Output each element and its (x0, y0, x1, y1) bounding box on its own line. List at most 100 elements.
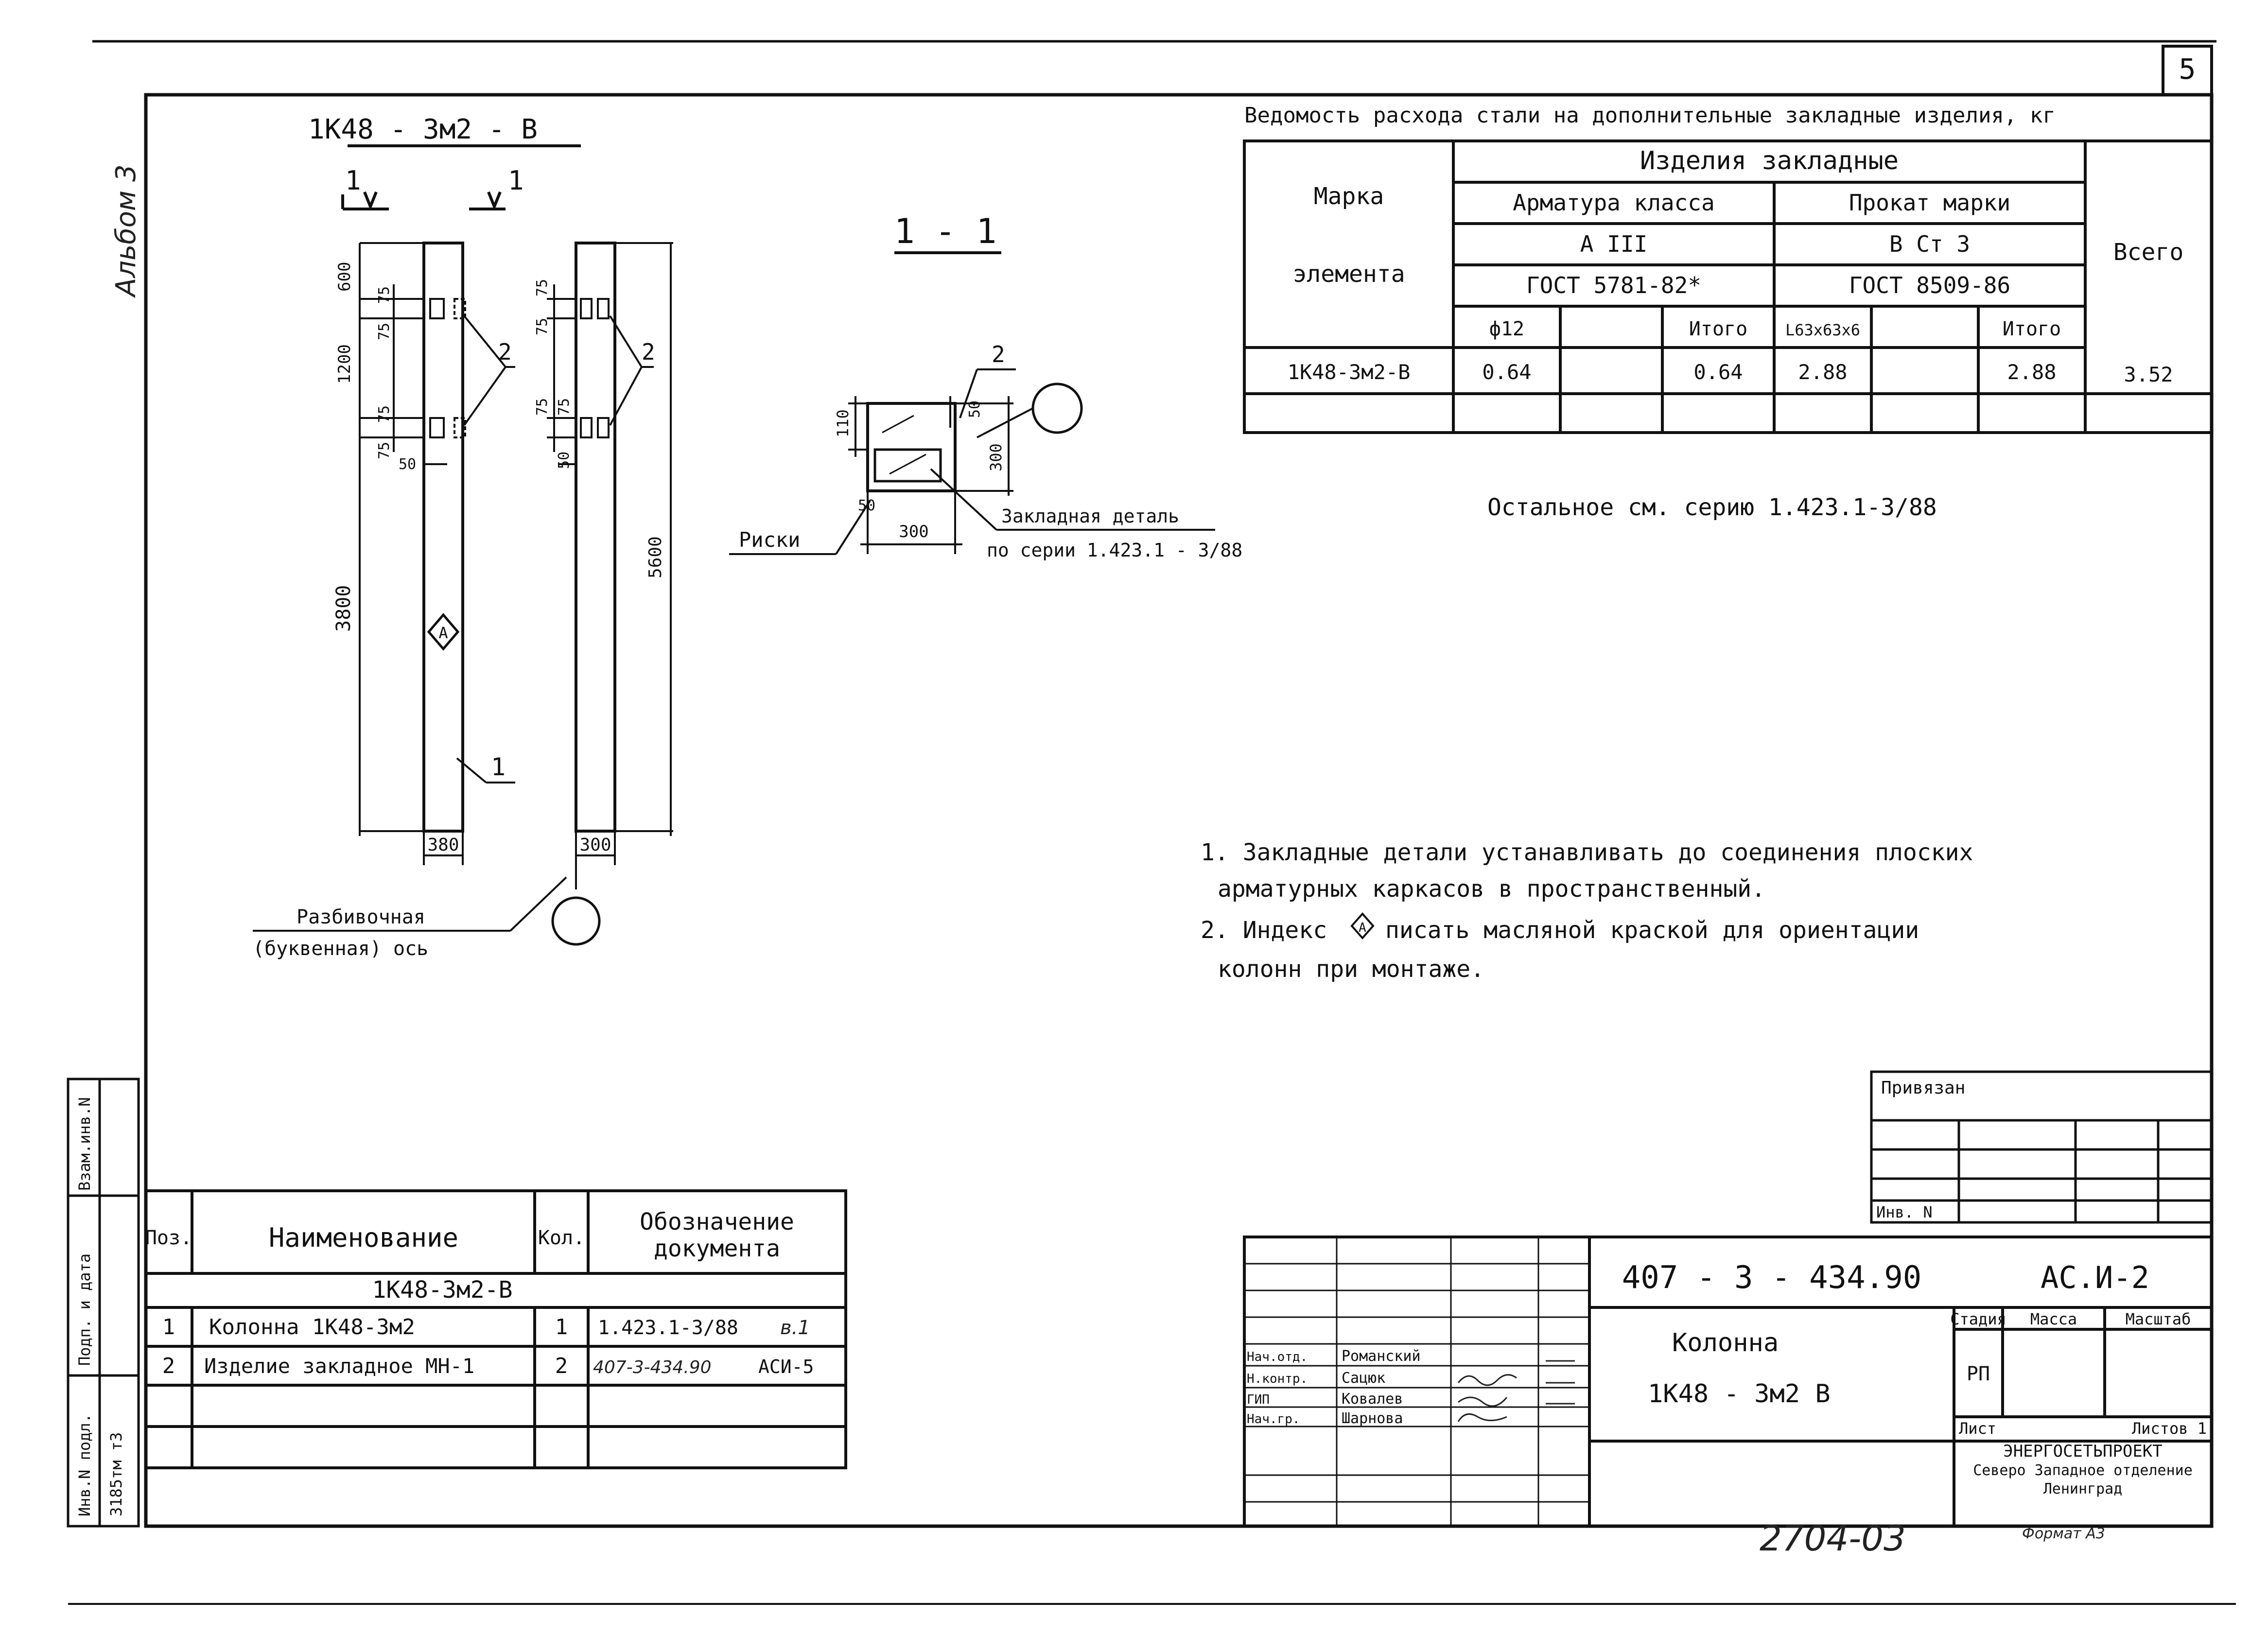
steel-table: Ведомость расхода стали на дополнительны… (1243, 103, 2213, 434)
dim-50-a: 50 (966, 400, 983, 418)
spec-table: Поз. Наименование Кол. Обозначение докум… (144, 1189, 847, 1469)
detail-note-2: по серии 1.423.1 - 3/88 (987, 540, 1242, 561)
privyazan-inv: Инв. N (1876, 1203, 1933, 1221)
h-total: Всего (2113, 239, 2184, 266)
spec-row1-doc-extra: в.1 (780, 1317, 810, 1339)
column-elevation: 1К48 - 3м2 - В 1 1 380 (253, 114, 673, 960)
section-mark-left: 1 (345, 165, 361, 196)
dim-r75b: 75 (534, 318, 551, 335)
title-list: Лист (1959, 1419, 1996, 1438)
callout-1: 1 (491, 753, 506, 781)
title-stadia-h: Стадия (1950, 1310, 2006, 1328)
column-side (575, 242, 616, 833)
privyazan-label: Привязан (1881, 1078, 1965, 1098)
spec-row2-qty: 2 (555, 1354, 568, 1378)
spec-h-doc-1: Обозначение (640, 1208, 794, 1236)
dim-r75a: 75 (534, 279, 551, 296)
main-frame (144, 93, 2214, 1528)
spec-h-pos: Поз. (145, 1227, 192, 1249)
stamp-zam-inv: Взам.инв.N (75, 1097, 94, 1191)
index-diamond (427, 613, 460, 651)
note-2a: 2. Индекс (1201, 917, 1327, 944)
h-mark-2: элемента (1292, 261, 1405, 288)
footer-number: 2704-03 (1760, 1518, 1906, 1559)
riski-label: Риски (739, 528, 800, 552)
spec-row1-name: Колонна 1К48-3м2 (209, 1315, 415, 1340)
title-code: 407 - 3 - 434.90 (1622, 1260, 1922, 1296)
signer-3-role: ГИП (1247, 1392, 1270, 1407)
h-rebar-class: А III (1580, 231, 1647, 257)
note-2b: писать масляной краской для ориентации (1385, 917, 1919, 944)
column-front (422, 242, 464, 833)
footer-format: Формат А3 (2022, 1525, 2105, 1542)
row-d12: 0.64 (1482, 360, 1531, 384)
title-org-2: Северо Западное отделение (1973, 1462, 2193, 1479)
stamp-inv-value: 3185тм т3 (107, 1432, 125, 1516)
dim-width-side: 300 (579, 835, 611, 855)
signatures (1457, 1360, 1575, 1422)
spec-h-doc-2: документа (654, 1235, 780, 1262)
title-name-1: Колонна (1672, 1328, 1779, 1358)
page-number-box (2162, 45, 2213, 96)
signer-2-name: Сацюк (1342, 1370, 1385, 1387)
remark: Остальное см. серию 1.423.1-3/88 (1487, 494, 1937, 521)
elevation-title: 1К48 - 3м2 - В (308, 114, 538, 145)
dim-width-front: 380 (427, 835, 459, 855)
index-letter: А (438, 624, 448, 642)
title-stadia: РП (1967, 1363, 1990, 1385)
signer-2-role: Н.контр. (1247, 1372, 1308, 1386)
title-sheet-code: АС.И-2 (2041, 1260, 2149, 1295)
side-stamp: Взам.инв.N Подп. и дата Инв.N подл. 3185… (67, 1078, 140, 1528)
page-number: 5 (2179, 52, 2196, 86)
spec-row1-doc: 1.423.1-3/88 (598, 1317, 738, 1339)
callout-2-front: 2 (498, 339, 512, 365)
c-itogo2: Итого (2003, 318, 2061, 340)
note-index-diamond (1350, 912, 1375, 940)
h-rolled-grade: В Ст 3 (1889, 231, 1970, 257)
spec-row2-name: Изделие закладное МН-1 (204, 1354, 474, 1378)
section-title: 1 - 1 (894, 211, 997, 251)
c-itogo1: Итого (1689, 318, 1747, 340)
spec-row1-qty: 1 (555, 1315, 568, 1340)
axis-circle (551, 896, 601, 946)
dim-r75c: 75 (534, 398, 551, 416)
section-callout-2: 2 (992, 341, 1005, 367)
note-1b: арматурных каркасов в пространственный. (1218, 875, 1765, 903)
h-mark-1: Марка (1314, 183, 1384, 210)
section-1-1: 1 - 1 110 300 50 300 50 2 Риски З (729, 211, 1242, 561)
dim-75a: 75 (376, 286, 393, 304)
dim-r75d: 75 (556, 398, 573, 416)
signer-4-name: Шарнова (1342, 1410, 1403, 1427)
album-label: Альбом 3 (110, 164, 142, 298)
stamp-podp-data: Подп. и дата (75, 1253, 94, 1366)
spec-group: 1К48-3м2-В (372, 1276, 513, 1304)
dim-5600: 5600 (646, 536, 665, 578)
dim-75d: 75 (376, 442, 393, 459)
spec-row1-pos: 1 (162, 1315, 175, 1340)
dim-110: 110 (834, 409, 852, 437)
dim-300-h: 300 (899, 522, 928, 541)
note-2c: колонн при монтаже. (1218, 956, 1484, 983)
title-masshtab-h: Масштаб (2126, 1310, 2191, 1328)
row-angle: 2.88 (1798, 360, 1847, 384)
signer-1-name: Романский (1342, 1348, 1421, 1365)
row-mark: 1К48-3м2-В (1288, 360, 1411, 384)
privyazan-block: Привязан Инв. N (1870, 1070, 2213, 1224)
dim-r50: 50 (556, 452, 573, 469)
title-listov: Листов 1 (2132, 1419, 2207, 1438)
spec-h-qty: Кол. (538, 1227, 585, 1249)
callout-2-side: 2 (642, 339, 655, 365)
title-massa-h: Масса (2030, 1310, 2077, 1328)
row-itogo1: 0.64 (1693, 360, 1743, 384)
note-1a: 1. Закладные детали устанавливать до сое… (1201, 839, 1973, 866)
spec-h-name: Наименование (269, 1222, 458, 1253)
embedded-plate (873, 448, 942, 483)
title-org-1: ЭНЕРГОСЕТЬПРОЕКТ (2003, 1442, 2163, 1461)
spec-row2-doc-extra: АСИ-5 (758, 1356, 814, 1377)
detail-note-1: Закладная деталь (1001, 505, 1179, 527)
notes: 1. Закладные детали устанавливать до сое… (1201, 839, 1973, 983)
section-outline (866, 402, 957, 492)
spec-row2-pos: 2 (162, 1354, 175, 1378)
note-index-letter: А (1359, 921, 1366, 935)
h-rebar-gost: ГОСТ 5781-82* (1526, 272, 1701, 298)
